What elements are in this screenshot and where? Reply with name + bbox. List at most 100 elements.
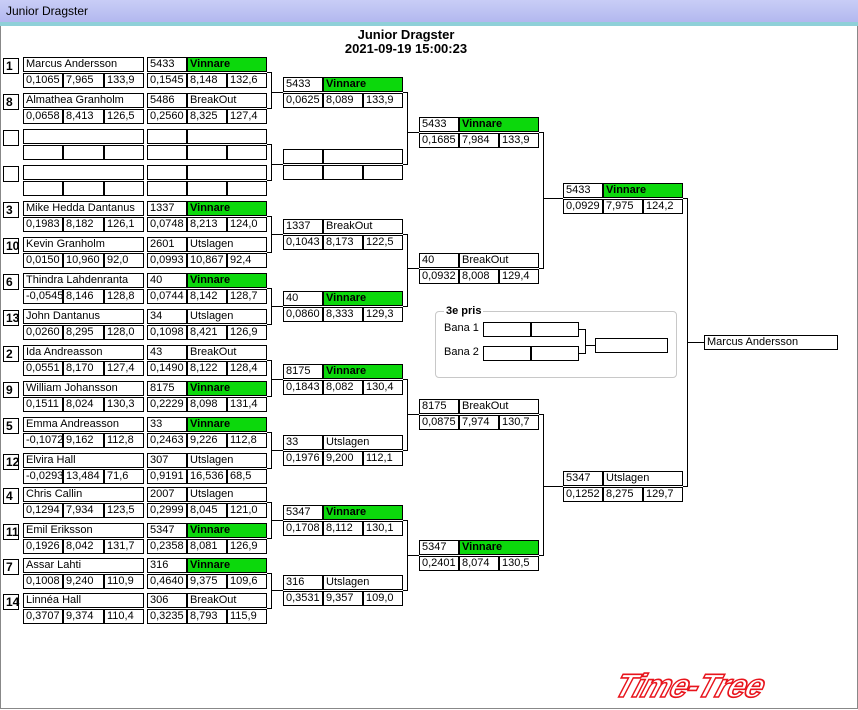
entry-speed[interactable]: 110,4 [104, 609, 144, 624]
entry-name[interactable]: Marcus Andersson [23, 57, 144, 72]
r2-id[interactable] [283, 149, 323, 164]
r1-reaction-time[interactable]: 0,3235 [147, 609, 187, 624]
r2-speed[interactable]: 109,0 [363, 591, 403, 606]
r1-id[interactable]: 306 [147, 593, 187, 608]
r3-speed[interactable]: 133,9 [499, 133, 539, 148]
r2-status[interactable]: BreakOut [323, 219, 403, 234]
entry-elapsed-time[interactable]: 8,024 [63, 397, 104, 412]
r1-status[interactable]: Vinnare [187, 523, 267, 538]
entry-name[interactable]: Emil Eriksson [23, 523, 144, 538]
r1-elapsed-time[interactable]: 9,226 [187, 433, 227, 448]
entry-speed[interactable]: 110,9 [104, 574, 144, 589]
r2-reaction-time[interactable] [283, 165, 323, 180]
r1-status[interactable]: Vinnare [187, 417, 267, 432]
entry-name[interactable]: Elvira Hall [23, 453, 144, 468]
r1-elapsed-time[interactable]: 16,536 [187, 469, 227, 484]
r4-elapsed-time[interactable]: 7,975 [603, 199, 643, 214]
r2-elapsed-time[interactable]: 8,082 [323, 380, 363, 395]
r2-elapsed-time[interactable]: 8,173 [323, 235, 363, 250]
r1-reaction-time[interactable]: 0,0993 [147, 253, 187, 268]
r3-id[interactable]: 5433 [419, 117, 459, 132]
r1-speed[interactable]: 121,0 [227, 503, 267, 518]
r2-speed[interactable]: 112,1 [363, 451, 403, 466]
r2-speed[interactable]: 122,5 [363, 235, 403, 250]
entry-name[interactable]: Emma Andreasson [23, 417, 144, 432]
r1-status[interactable]: BreakOut [187, 93, 267, 108]
r2-status[interactable]: Utslagen [323, 435, 403, 450]
entry-reaction-time[interactable]: 0,0150 [23, 253, 63, 268]
third-place-lane1-id[interactable] [483, 322, 531, 337]
r3-reaction-time[interactable]: 0,1685 [419, 133, 459, 148]
r2-reaction-time[interactable]: 0,3531 [283, 591, 323, 606]
r1-reaction-time[interactable]: 0,9191 [147, 469, 187, 484]
entry-speed[interactable] [104, 181, 144, 196]
entry-speed[interactable]: 92,0 [104, 253, 144, 268]
r1-speed[interactable]: 115,9 [227, 609, 267, 624]
r1-status[interactable]: BreakOut [187, 345, 267, 360]
r1-status[interactable]: Utslagen [187, 453, 267, 468]
r2-id[interactable]: 8175 [283, 364, 323, 379]
r1-id[interactable]: 2601 [147, 237, 187, 252]
entry-elapsed-time[interactable]: 8,182 [63, 217, 104, 232]
r3-speed[interactable]: 129,4 [499, 269, 539, 284]
r1-elapsed-time[interactable] [187, 181, 227, 196]
r2-status[interactable]: Vinnare [323, 364, 403, 379]
entry-reaction-time[interactable]: 0,1065 [23, 73, 63, 88]
entry-speed[interactable]: 130,3 [104, 397, 144, 412]
r1-id[interactable]: 307 [147, 453, 187, 468]
r1-reaction-time[interactable]: 0,1490 [147, 361, 187, 376]
r1-id[interactable] [147, 129, 187, 144]
r1-id[interactable]: 5486 [147, 93, 187, 108]
r1-id[interactable]: 5347 [147, 523, 187, 538]
r1-speed[interactable]: 112,8 [227, 433, 267, 448]
r1-reaction-time[interactable]: 0,2463 [147, 433, 187, 448]
r3-reaction-time[interactable]: 0,0932 [419, 269, 459, 284]
r3-status[interactable]: Vinnare [459, 117, 539, 132]
r1-status[interactable]: Vinnare [187, 57, 267, 72]
r3-reaction-time[interactable]: 0,0875 [419, 415, 459, 430]
entry-reaction-time[interactable] [23, 181, 63, 196]
r2-reaction-time[interactable]: 0,1976 [283, 451, 323, 466]
r1-speed[interactable] [227, 145, 267, 160]
entry-speed[interactable]: 127,4 [104, 361, 144, 376]
entry-name[interactable]: Mike Hedda Dantanus [23, 201, 144, 216]
entry-elapsed-time[interactable]: 8,413 [63, 109, 104, 124]
r3-elapsed-time[interactable]: 8,074 [459, 556, 499, 571]
r3-id[interactable]: 5347 [419, 540, 459, 555]
r3-id[interactable]: 40 [419, 253, 459, 268]
r1-status[interactable]: Vinnare [187, 273, 267, 288]
third-place-lane2-status[interactable] [531, 346, 579, 361]
entry-speed[interactable]: 126,5 [104, 109, 144, 124]
r1-speed[interactable]: 131,4 [227, 397, 267, 412]
entry-name[interactable]: William Johansson [23, 381, 144, 396]
entry-reaction-time[interactable]: -0,1072 [23, 433, 63, 448]
r4-reaction-time[interactable]: 0,1252 [563, 487, 603, 502]
r1-elapsed-time[interactable]: 10,867 [187, 253, 227, 268]
entry-reaction-time[interactable] [23, 145, 63, 160]
entry-speed[interactable]: 126,1 [104, 217, 144, 232]
r2-elapsed-time[interactable]: 9,357 [323, 591, 363, 606]
entry-name[interactable] [23, 165, 144, 180]
r1-status[interactable] [187, 165, 267, 180]
r1-elapsed-time[interactable]: 8,148 [187, 73, 227, 88]
r1-speed[interactable]: 92,4 [227, 253, 267, 268]
r1-elapsed-time[interactable]: 8,045 [187, 503, 227, 518]
r1-speed[interactable] [227, 181, 267, 196]
entry-elapsed-time[interactable] [63, 145, 104, 160]
entry-name[interactable]: John Dantanus [23, 309, 144, 324]
r4-id[interactable]: 5347 [563, 471, 603, 486]
r1-elapsed-time[interactable]: 8,325 [187, 109, 227, 124]
entry-speed[interactable]: 133,9 [104, 73, 144, 88]
r2-status[interactable]: Vinnare [323, 291, 403, 306]
third-place-lane2-id[interactable] [483, 346, 531, 361]
r2-speed[interactable]: 130,1 [363, 521, 403, 536]
entry-elapsed-time[interactable]: 7,965 [63, 73, 104, 88]
r1-reaction-time[interactable]: 0,4640 [147, 574, 187, 589]
r1-status[interactable]: Utslagen [187, 309, 267, 324]
entry-elapsed-time[interactable]: 10,960 [63, 253, 104, 268]
entry-name[interactable]: Almathea Granholm [23, 93, 144, 108]
r2-status[interactable]: Vinnare [323, 77, 403, 92]
r1-speed[interactable]: 126,9 [227, 325, 267, 340]
r1-status[interactable]: Vinnare [187, 201, 267, 216]
r1-id[interactable]: 34 [147, 309, 187, 324]
